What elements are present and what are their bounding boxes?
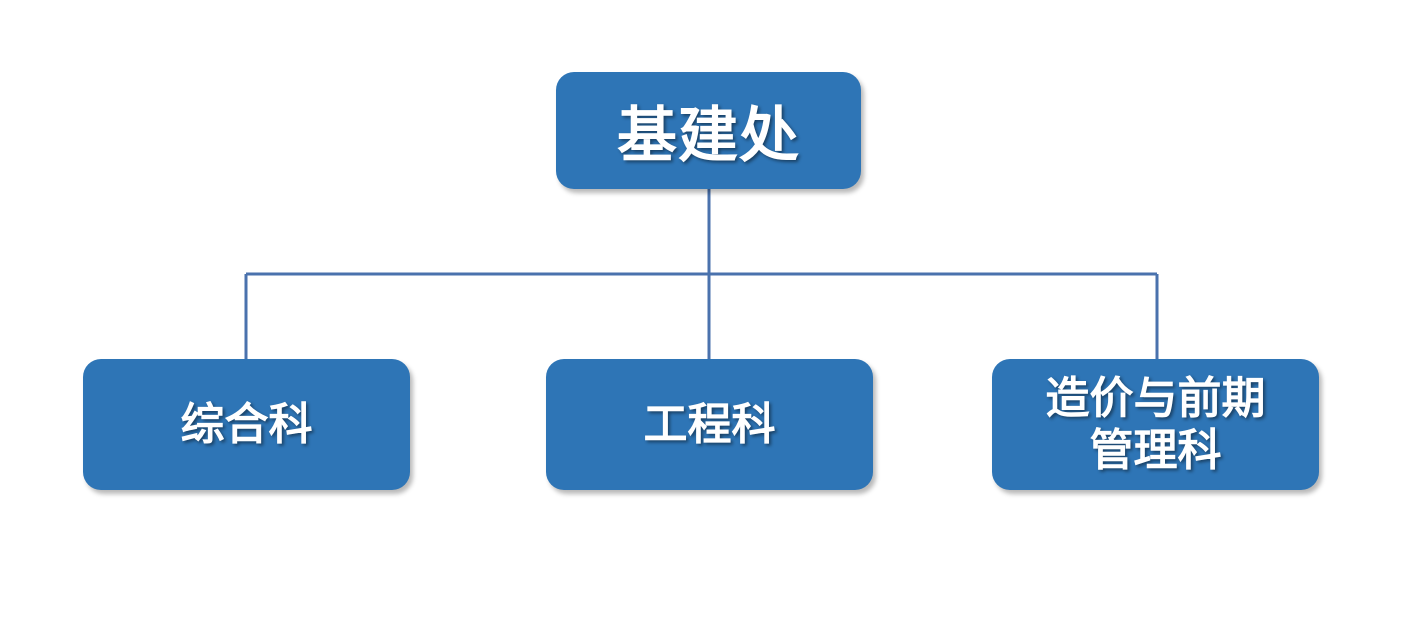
child-node-label-line-1: 造价与前期 [1045, 372, 1266, 424]
child-node-cost-planning-section: 造价与前期 管理科 [992, 359, 1319, 490]
child-node-general-section: 综合科 [83, 359, 410, 490]
child-node-label: 工程科 [644, 399, 776, 451]
child-node-label-line-2: 管理科 [1089, 424, 1222, 476]
child-node-label: 综合科 [181, 399, 313, 451]
child-node-label-line: 工程科 [643, 398, 776, 450]
root-node-label: 基建处 [617, 101, 800, 171]
child-node-label-line: 综合科 [180, 398, 313, 450]
child-node-label: 造价与前期 管理科 [1046, 373, 1266, 477]
child-node-engineering-section: 工程科 [546, 359, 873, 490]
root-node-jijianchu: 基建处 [556, 72, 861, 189]
